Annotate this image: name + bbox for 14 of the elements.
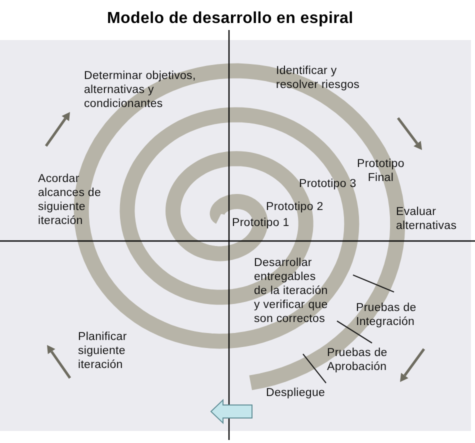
phase-label: Determinar objetivos, alternativas y condicionantes — [84, 69, 196, 111]
phase-label: Identificar y resolver riesgos — [276, 64, 360, 92]
phase-label: Planificar siguiente iteración — [78, 330, 127, 372]
prototype-label: Prototipo 1 — [232, 216, 290, 230]
diagram-title: Modelo de desarrollo en espiral — [107, 9, 354, 28]
activity-label: Desarrollar entregables de la iteración y verificar que son correctos — [254, 256, 328, 326]
milestone-label: Pruebas de Aprobación — [327, 346, 388, 374]
prototype-label: Prototipo Final — [357, 157, 404, 185]
phase-label: Evaluar alternativas — [396, 205, 457, 233]
prototype-label: Prototipo 3 — [299, 177, 356, 191]
milestone-label: Pruebas de Integración — [356, 301, 416, 329]
milestone-label: Despliegue — [266, 386, 326, 400]
prototype-label: Prototipo 2 — [266, 200, 324, 214]
phase-label: Acordar alcances de siguiente iteración — [38, 172, 102, 228]
